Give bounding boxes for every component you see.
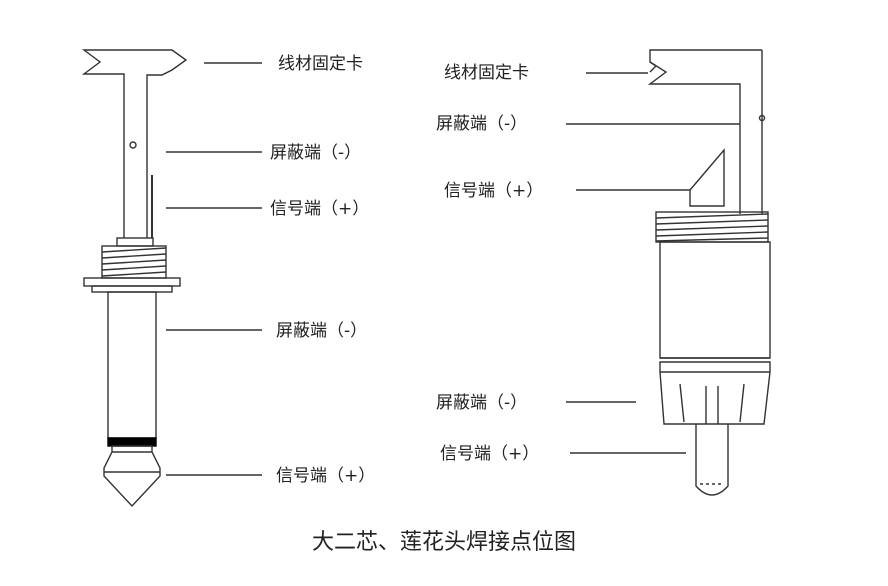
ts-flange: [83, 277, 181, 287]
rca-plug: [647, 49, 771, 496]
right-leaders: [566, 72, 740, 454]
ts-plug: [81, 49, 188, 508]
rca-signal-blade: [689, 148, 725, 207]
rca-slits: [679, 383, 745, 424]
diagram-caption: 大二芯、莲花头焊接点位图: [311, 530, 576, 555]
ts-thread: [101, 245, 167, 279]
right-shield-label-2: 屏蔽端（-）: [436, 393, 528, 413]
ts-sleeve: [107, 291, 157, 439]
rca-center-pin: [695, 424, 729, 496]
rca-clamp-hole: [758, 114, 766, 122]
left-leaders: [166, 62, 262, 476]
left-signal-label-1: 信号端（+）: [270, 199, 370, 219]
ts-insulation-ring: [107, 437, 157, 447]
rca-shield-ring: [659, 361, 771, 425]
ts-clamp-hole: [129, 141, 137, 149]
left-signal-label-2: 信号端（+）: [276, 466, 376, 486]
left-shield-label-1: 屏蔽端（-）: [270, 143, 362, 163]
ts-cable-clamp: [81, 49, 188, 238]
rca-body: [659, 241, 771, 359]
right-signal-label-1: 信号端（+）: [444, 181, 544, 201]
left-cable-clamp-label: 线材固定卡: [278, 54, 363, 74]
ts-tip: [103, 445, 161, 508]
rca-cable-clamp: [647, 49, 763, 214]
ts-flange-lower: [91, 285, 173, 293]
right-cable-clamp-label: 线材固定卡: [444, 63, 529, 83]
right-shield-label-1: 屏蔽端（-）: [436, 114, 528, 134]
rca-thread: [655, 211, 769, 243]
left-shield-label-2: 屏蔽端（-）: [276, 321, 368, 341]
ts-collar: [116, 237, 154, 247]
right-signal-label-2: 信号端（+）: [440, 444, 540, 464]
